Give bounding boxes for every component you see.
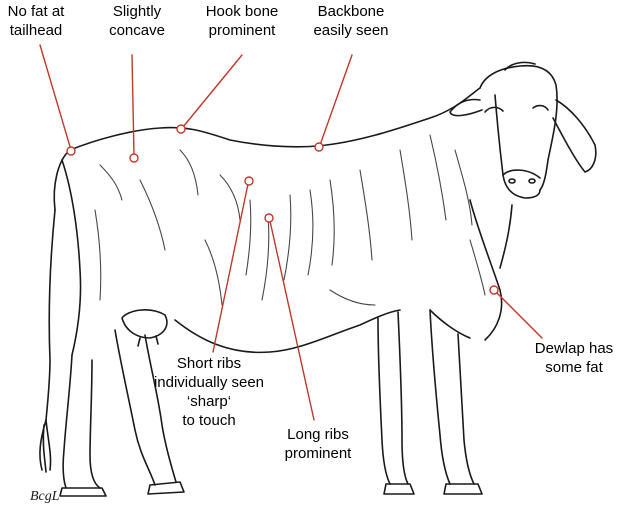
leader-long-ribs (270, 221, 314, 420)
svg-text:BcgL: BcgL (30, 489, 60, 504)
marker-hook-bone (177, 125, 185, 133)
cow-tail (40, 210, 55, 472)
leader-short-ribs (213, 184, 248, 352)
artist-signature: BcgL (30, 489, 60, 504)
marker-backbone (315, 143, 323, 151)
marker-dewlap (490, 286, 498, 294)
cow-shading (95, 135, 485, 305)
label-slightly-concave: Slightly concave (100, 2, 174, 40)
leader-dewlap (496, 292, 542, 338)
label-long-ribs-prominent: Long ribs prominent (278, 425, 358, 463)
label-backbone-easily-seen: Backbone easily seen (305, 2, 397, 40)
marker-short-ribs (245, 177, 253, 185)
cow-body-outline (54, 88, 512, 355)
marker-concave (130, 154, 138, 162)
cow-head (450, 62, 596, 198)
leader-backbone (320, 55, 352, 145)
leader-hook-bone (183, 55, 242, 127)
leader-concave (132, 55, 134, 156)
marker-tailhead (67, 147, 75, 155)
leader-tailhead (40, 45, 71, 150)
marker-long-ribs (265, 214, 273, 222)
label-dewlap-has-some-fat: Dewlap has some fat (528, 339, 620, 377)
label-hook-bone-prominent: Hook bone prominent (198, 2, 286, 40)
label-short-ribs: Short ribs individually seen ‘sharp‘ to … (146, 354, 272, 430)
label-no-fat-at-tailhead: No fat at tailhead (0, 2, 72, 40)
